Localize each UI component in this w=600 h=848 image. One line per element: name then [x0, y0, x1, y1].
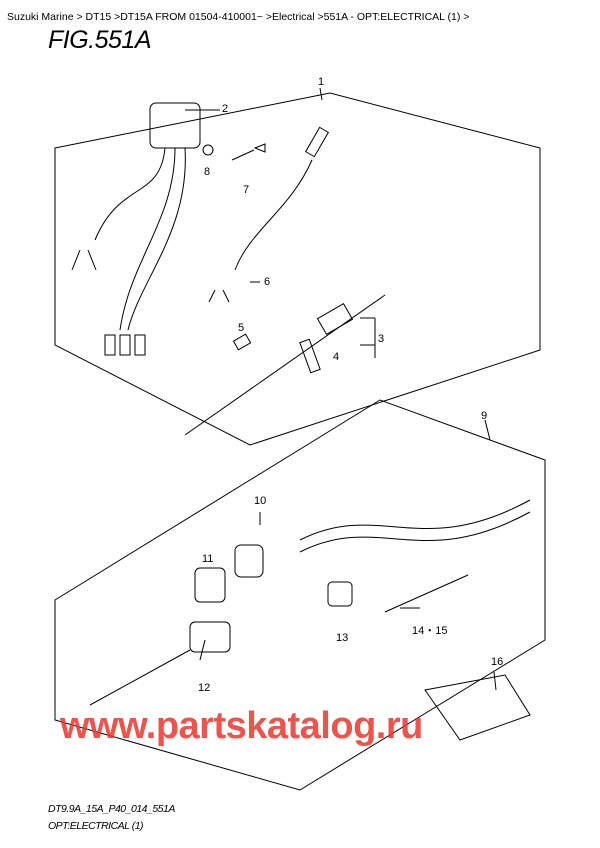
callout-9: 9 — [481, 410, 488, 422]
footer-code: DT9.9A_15A_P40_014_551A — [48, 803, 175, 815]
kit-box-9 — [54, 399, 546, 791]
part-harness-6 — [208, 126, 330, 303]
callout-11: 11 — [202, 553, 214, 565]
callout-14-15: 14・15 — [412, 625, 448, 637]
callout-1: 1 — [318, 76, 325, 88]
callout-2: 2 — [222, 103, 229, 115]
part-harness-9 — [89, 499, 531, 741]
part-regulator — [71, 102, 201, 356]
watermark: www.partskatalog.ru — [60, 705, 423, 747]
callout-3: 3 — [378, 333, 385, 345]
footer-caption: OPT:ELECTRICAL (1) — [48, 820, 144, 832]
callout-5: 5 — [238, 322, 245, 334]
callout-4: 4 — [333, 351, 340, 363]
callout-12: 12 — [198, 682, 211, 694]
leader-lines — [185, 87, 497, 691]
part-screw — [231, 143, 266, 161]
part-cable-3 — [184, 294, 386, 436]
callout-10: 10 — [254, 495, 267, 507]
callout-16: 16 — [491, 656, 504, 668]
breadcrumb[interactable]: Suzuki Marine > DT15 >DT15A FROM 01504-4… — [7, 11, 470, 23]
callout-6: 6 — [264, 276, 271, 288]
kit-box-1 — [54, 92, 541, 446]
callout-7: 7 — [243, 184, 250, 196]
callout-13: 13 — [336, 632, 349, 644]
figure-title: FIG.551A — [48, 26, 152, 54]
part-washer — [202, 144, 214, 156]
callout-8: 8 — [204, 166, 211, 178]
